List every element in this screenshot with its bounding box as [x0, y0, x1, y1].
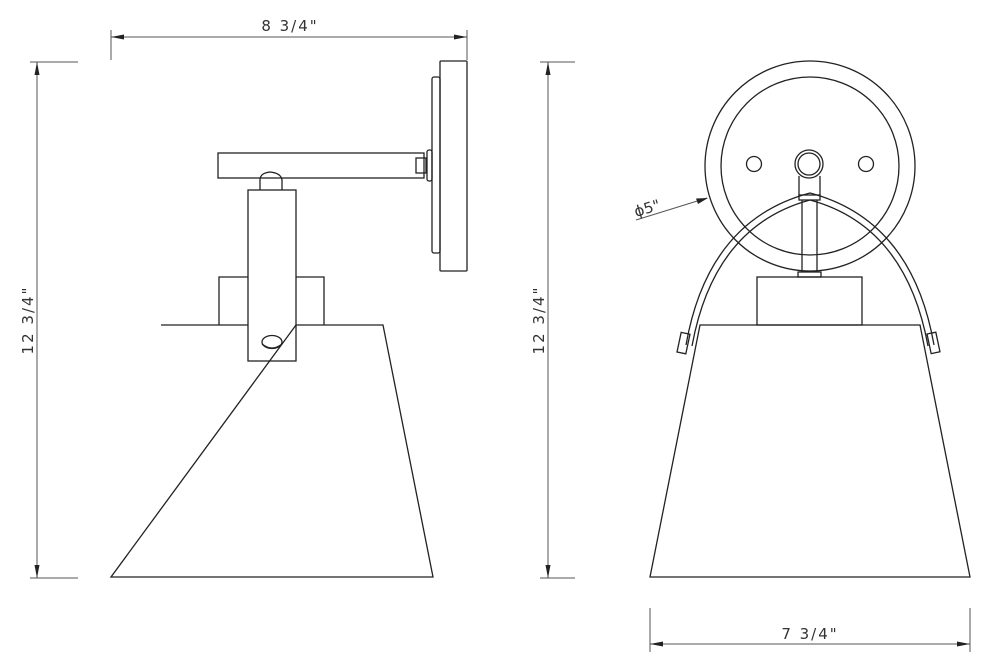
mounting-hole-left [745, 155, 763, 173]
side-arm [217, 149, 433, 190]
front-height-dimension: 12 3/4" [530, 61, 575, 579]
side-backplate [431, 60, 468, 272]
mounting-hole-right [857, 155, 875, 173]
front-yoke [676, 192, 941, 355]
side-width-label: 8 3/4" [261, 17, 318, 35]
side-holder [218, 189, 325, 362]
front-stem [797, 176, 822, 278]
side-height-dimension: 12 3/4" [19, 61, 78, 579]
side-width-dimension: 8 3/4" [110, 17, 468, 60]
side-height-label: 12 3/4" [19, 286, 37, 355]
side-view: 8 3/4" 12 3/4" [19, 17, 468, 579]
front-width-label: 7 3/4" [781, 625, 838, 643]
front-view: 12 3/4" 7 3/4" ϕ5" [530, 60, 971, 652]
backplate-diameter-label: ϕ5" [632, 196, 662, 221]
backplate-diameter-callout: ϕ5" [632, 196, 708, 221]
side-shade [109, 324, 434, 578]
front-socket-cap [756, 276, 863, 326]
front-width-dimension: 7 3/4" [649, 608, 971, 652]
front-shade [649, 324, 971, 578]
front-backplate [704, 60, 916, 272]
front-height-label: 12 3/4" [530, 286, 548, 355]
